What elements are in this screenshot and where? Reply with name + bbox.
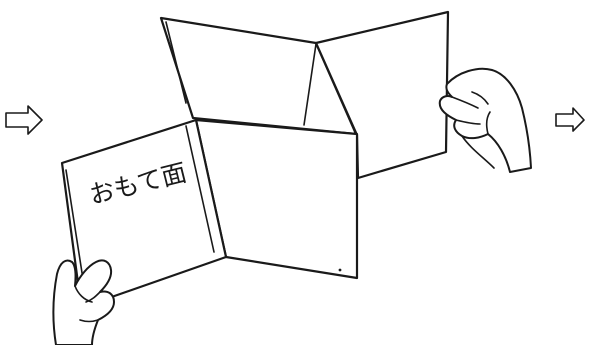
back-right-panel <box>303 10 450 180</box>
right-arrow-icon <box>5 105 43 135</box>
right-hand-icon <box>438 67 532 173</box>
front-side-panel: おもて面 <box>60 118 228 302</box>
right-arrow-icon <box>555 107 585 132</box>
left-hand-icon <box>52 259 115 345</box>
speck <box>338 268 342 272</box>
back-left-panel <box>159 16 358 136</box>
